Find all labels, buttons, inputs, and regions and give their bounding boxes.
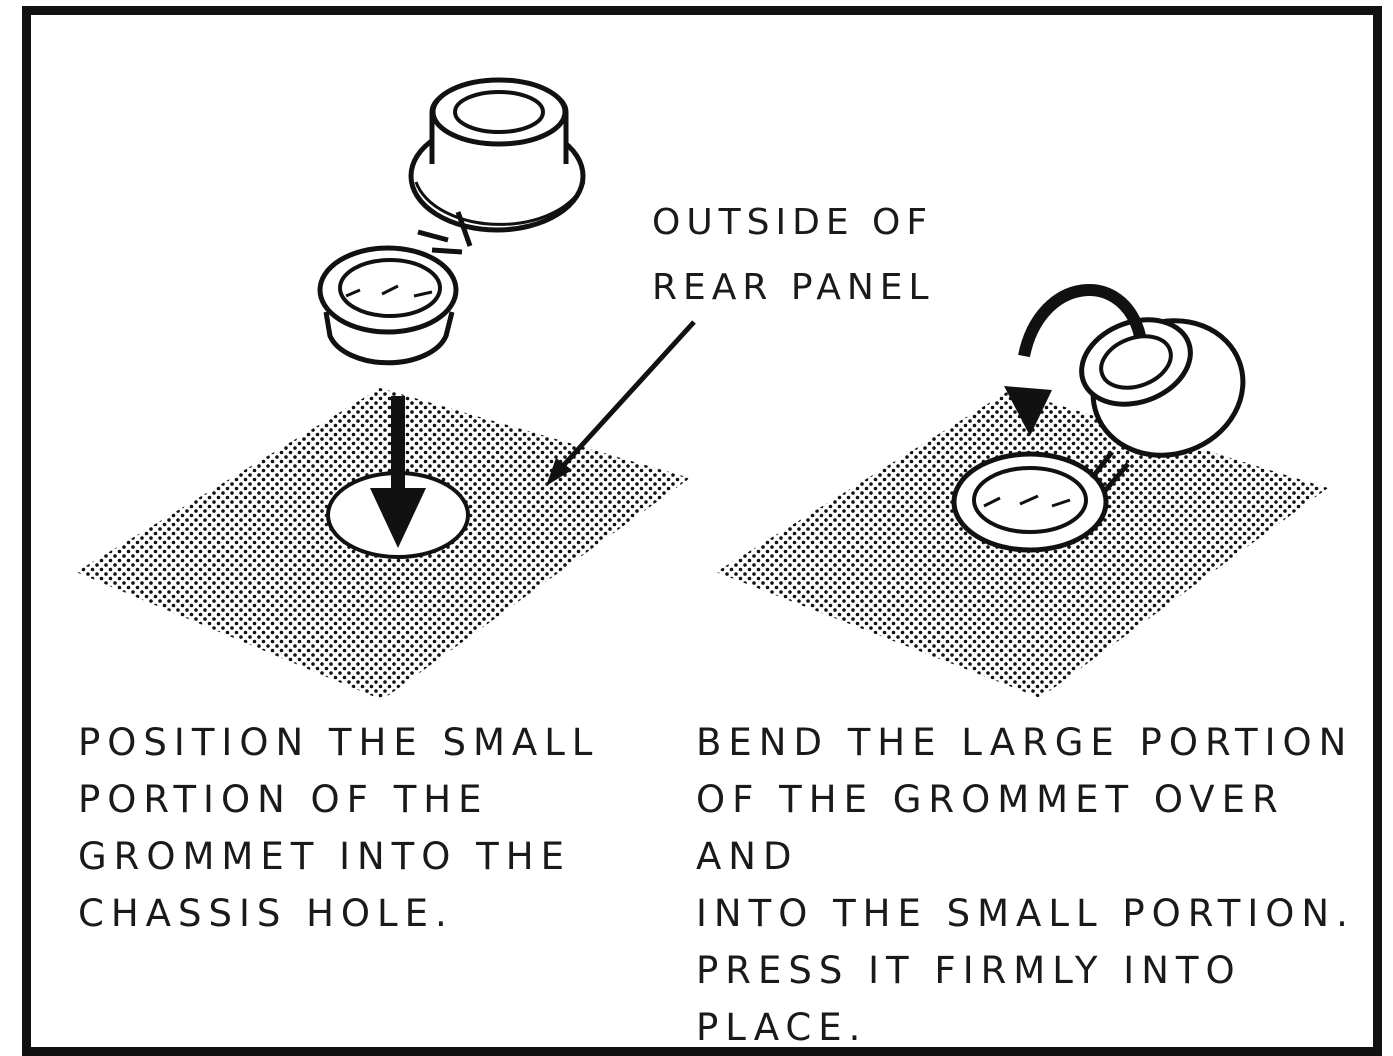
step-1-illustration — [76, 80, 690, 700]
step-2-caption: BEND THE LARGE PORTION OF THE GROMMET OV… — [696, 714, 1393, 1056]
grommet-small-seated — [954, 454, 1106, 550]
step-2-illustration — [716, 290, 1328, 698]
callout-leader — [552, 322, 694, 478]
grommet-small-portion — [320, 248, 456, 363]
callout-label: OUTSIDE OF REAR PANEL — [652, 190, 935, 320]
grommet-large-portion — [411, 80, 584, 230]
step-1-caption: POSITION THE SMALL PORTION OF THE GROMME… — [78, 714, 599, 942]
